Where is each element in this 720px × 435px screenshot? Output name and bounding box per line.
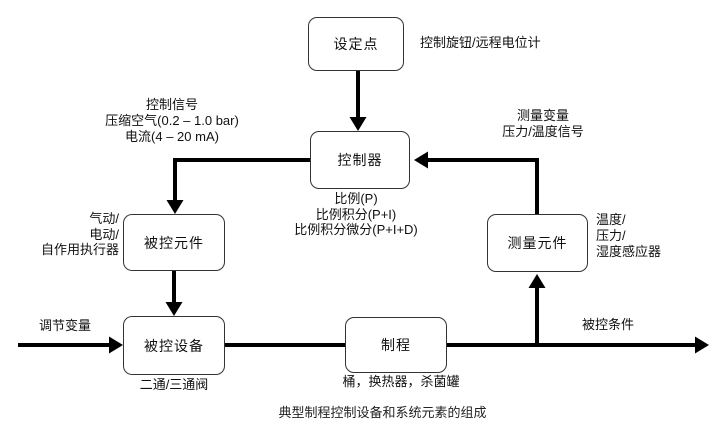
pid-modes-note: 比例(P) 比例积分(P+I) 比例积分微分(P+I+D) <box>275 191 437 238</box>
actuator-line1: 气动/ <box>89 211 119 226</box>
controlled-element-label: 被控元件 <box>144 234 204 251</box>
actuator-types-note: 气动/ 电动/ 自作用执行器 <box>18 211 119 258</box>
arrow-setpoint-to-controller <box>349 70 367 131</box>
arrow-measuring-to-controller <box>414 151 539 215</box>
actuator-line3: 自作用执行器 <box>40 242 119 257</box>
diagram-caption: 典型制程控制设备和系统元素的组成 <box>278 405 487 420</box>
controlled-device-box: 被控设备 <box>123 316 225 375</box>
pid-line3: 比例积分微分(P+I+D) <box>294 222 418 237</box>
measured-variable-line2: 压力/温度信号 <box>502 124 584 139</box>
measured-variable-note: 测量变量 压力/温度信号 <box>463 108 623 140</box>
sensor-line3: 湿度感应器 <box>596 244 662 259</box>
arrow-controller-to-element <box>166 158 311 214</box>
controlled-condition-note: 被控条件 <box>582 317 635 332</box>
measuring-element-box: 测量元件 <box>487 214 588 272</box>
sensor-line2: 压力/ <box>596 228 626 243</box>
arrow-input-to-device <box>18 336 123 354</box>
sensor-line1: 温度/ <box>596 212 626 227</box>
control-signal-line3: 电流(4 – 20 mA) <box>125 129 219 144</box>
controlled-device-label: 被控设备 <box>144 337 204 354</box>
control-signal-note: 控制信号 压缩空气(0.2 – 1.0 bar) 电流(4 – 20 mA) <box>91 97 253 145</box>
measuring-element-label: 测量元件 <box>507 235 568 251</box>
process-box: 制程 <box>345 317 447 373</box>
sensor-types-note: 温度/ 压力/ 湿度感应器 <box>596 212 661 260</box>
controlled-element-box: 被控元件 <box>123 214 225 271</box>
set-point-label: 设定点 <box>333 36 379 52</box>
control-signal-line1: 控制信号 <box>145 97 198 112</box>
arrow-process-to-measuring <box>528 274 546 345</box>
measured-variable-line1: 测量变量 <box>516 108 569 123</box>
adjusting-variable-note: 调节变量 <box>39 318 92 333</box>
pid-line2: 比例积分(P+I) <box>315 206 397 222</box>
controller-box: 控制器 <box>310 131 410 189</box>
pid-line1: 比例(P) <box>334 191 378 206</box>
process-label: 制程 <box>381 337 411 353</box>
process-examples-note: 桶，换热器，杀菌罐 <box>342 374 460 389</box>
set-point-note: 控制旋钮/远程电位计 <box>420 35 541 50</box>
set-point-box: 设定点 <box>308 17 404 71</box>
arrow-element-to-device <box>165 271 183 316</box>
arrow-device-to-output <box>225 336 709 354</box>
valve-types-note: 二通/三通阀 <box>139 377 209 392</box>
controller-label: 控制器 <box>337 152 383 168</box>
actuator-line2: 电动/ <box>89 226 119 242</box>
control-signal-line2: 压缩空气(0.2 – 1.0 bar) <box>105 113 239 128</box>
